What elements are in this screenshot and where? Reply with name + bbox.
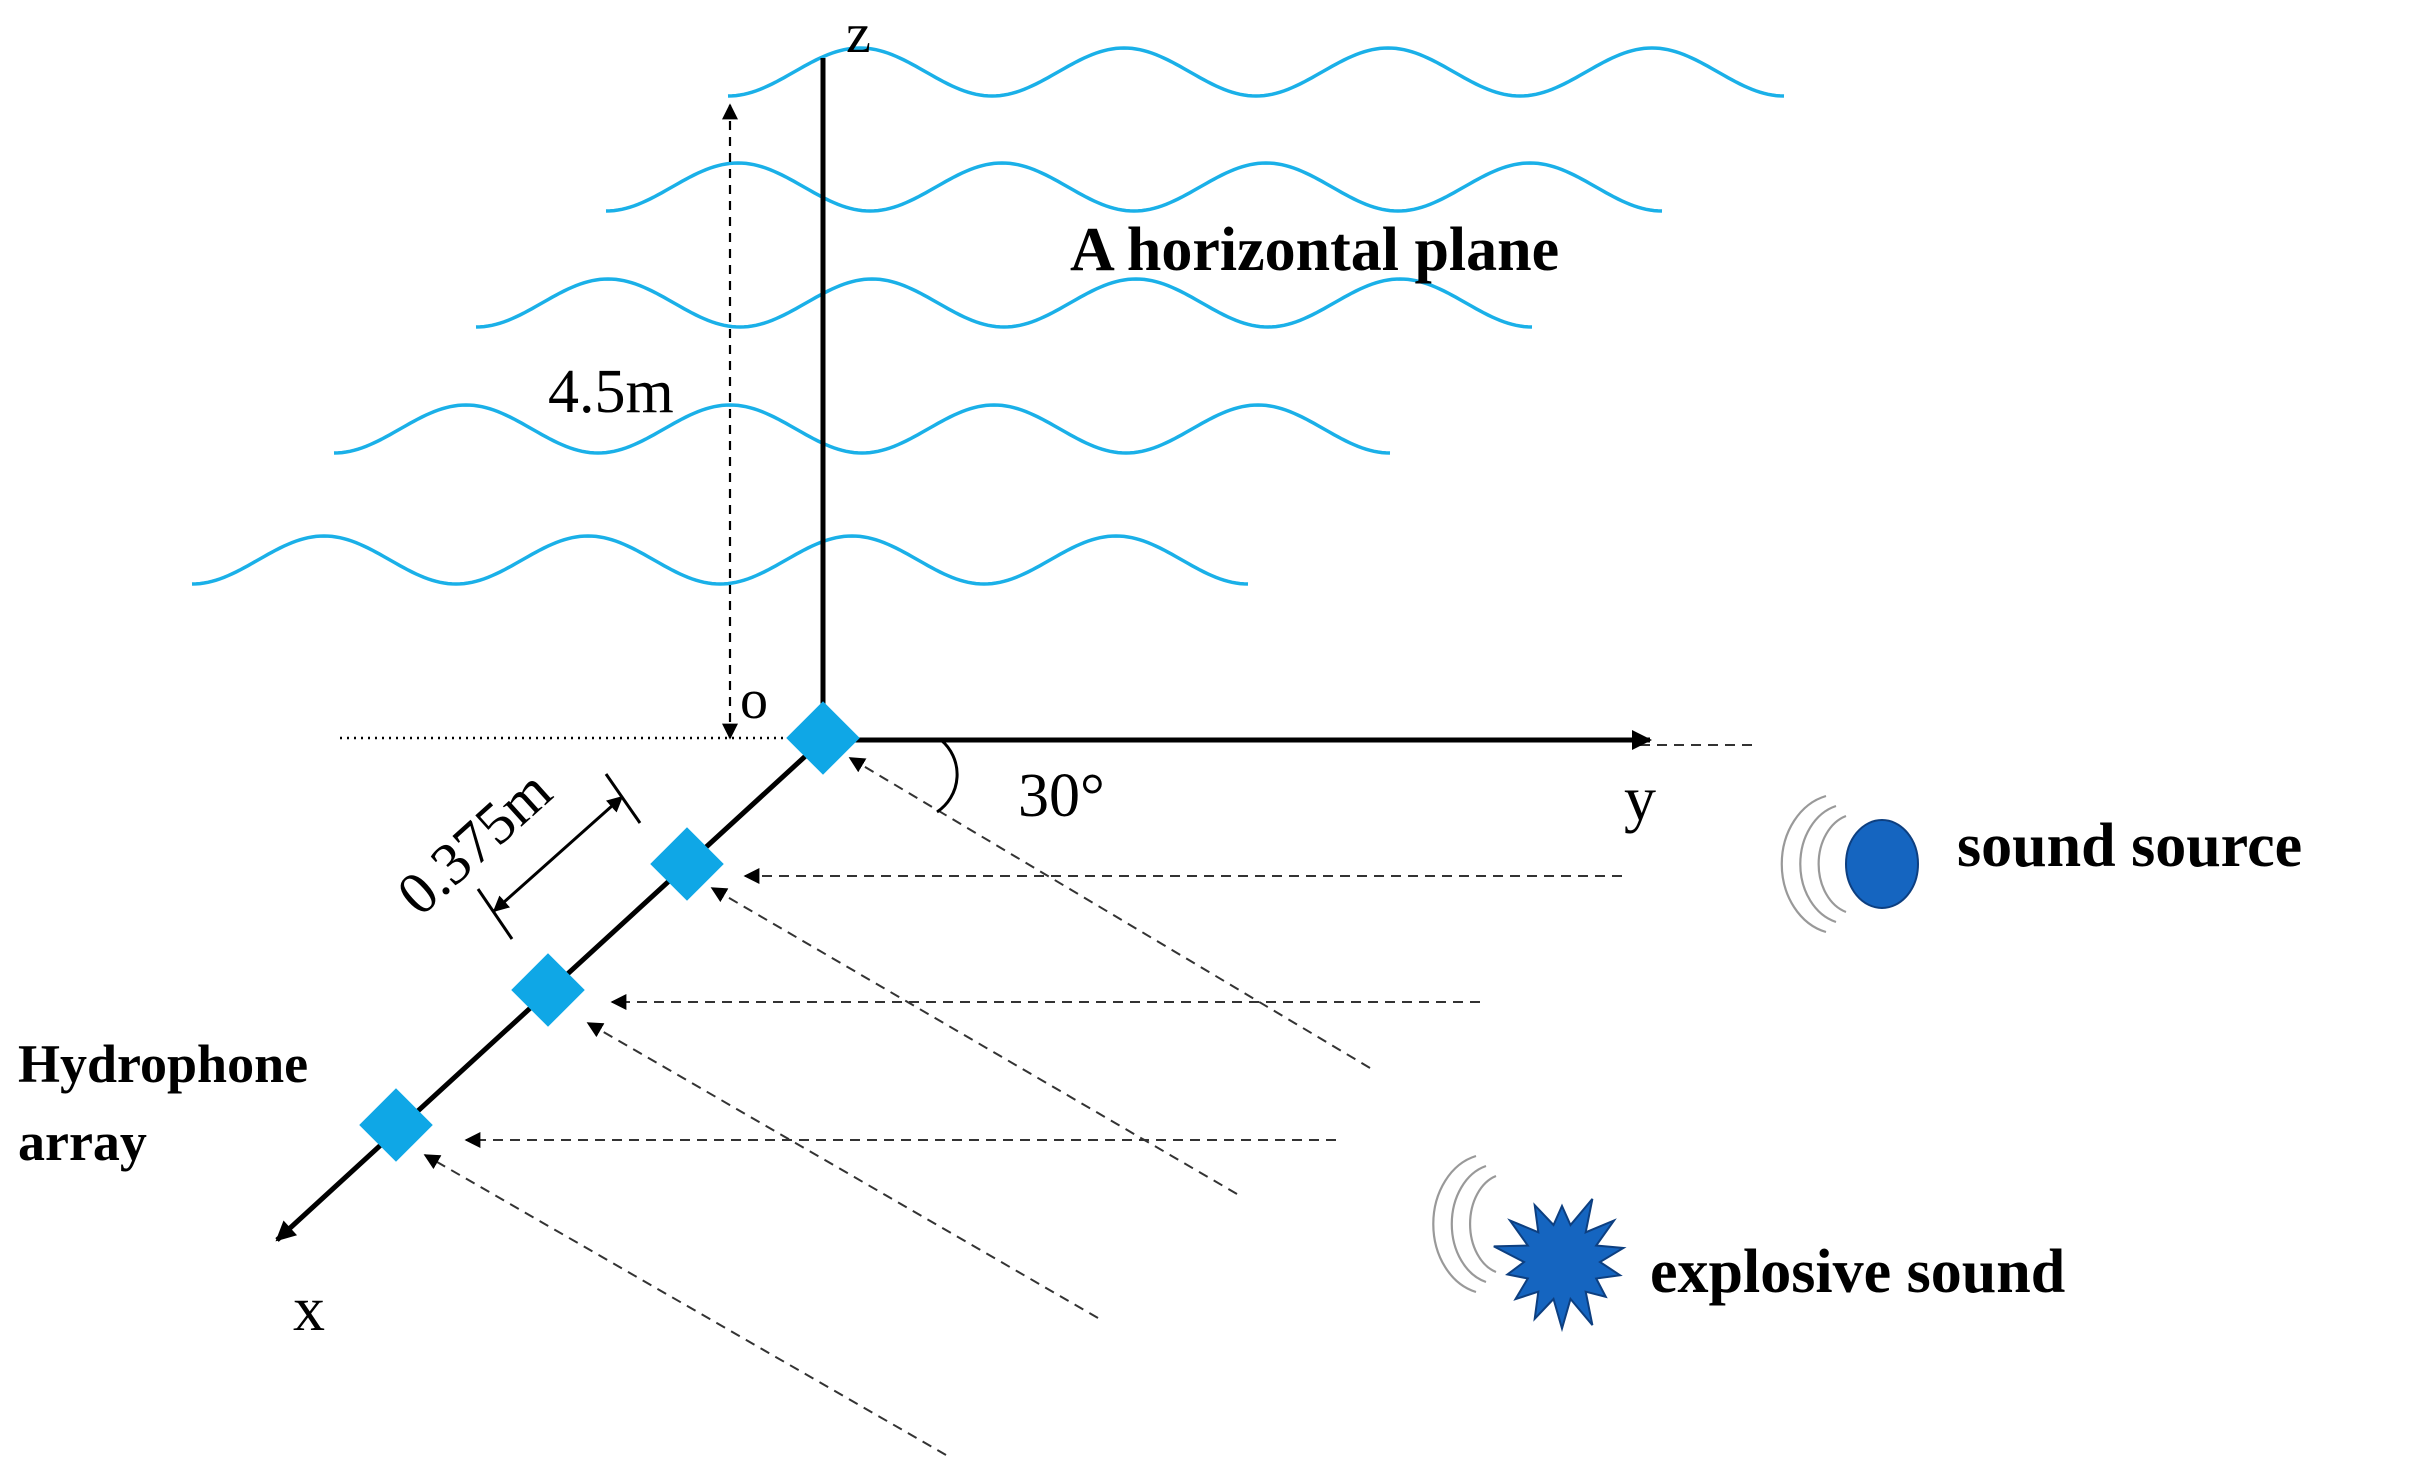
wave-line-5 [191,534,1249,586]
spacing-tick-upper [604,773,642,824]
spacing-arrow [492,795,624,913]
incident-ray [848,757,1371,1069]
spacing-dimension [476,773,642,940]
wave-line-3 [475,277,1533,329]
incident-rays-horizontal [464,868,1622,1148]
hydrophone-1 [786,701,860,775]
hydrophone-2 [650,827,724,901]
incident-ray [423,1154,947,1456]
plane-label: A horizontal plane [1070,216,1559,284]
angle-label: 30° [1018,762,1105,830]
spacing-tick-lower [476,888,514,940]
wave-line-4 [333,403,1391,455]
sound-ripple-icon [1780,794,1847,934]
wave-line-1 [727,46,1785,98]
hydrophone-array [359,701,860,1162]
legend-explosive-sound: explosive sound [1432,1154,2065,1333]
angle-arc [936,738,959,814]
wave-line-2 [605,161,1663,213]
x-axis-label: x [293,1273,325,1344]
legend-sound-source-label: sound source [1957,812,2302,880]
incident-rays-angled [423,757,1371,1456]
sound-source-icon [1845,819,1919,909]
spacing-label: 0.375m [385,757,564,928]
water-waves [191,46,1785,586]
hydrophone-3 [511,953,585,1027]
array-label-line2: array [18,1112,147,1172]
y-axis-label: y [1624,763,1656,834]
incident-ray [710,887,1238,1195]
z-axis-label: z [846,3,871,65]
legend-sound-source: sound source [1780,794,2302,934]
incident-ray [586,1022,1099,1319]
origin-label: o [740,669,768,731]
depth-label: 4.5m [548,358,674,426]
hydrophone-4 [359,1088,433,1162]
array-label-line1: Hydrophone [18,1034,308,1094]
sound-ripple-icon [1432,1154,1497,1294]
explosion-starburst-icon [1493,1198,1627,1333]
legend-explosive-sound-label: explosive sound [1650,1238,2065,1306]
